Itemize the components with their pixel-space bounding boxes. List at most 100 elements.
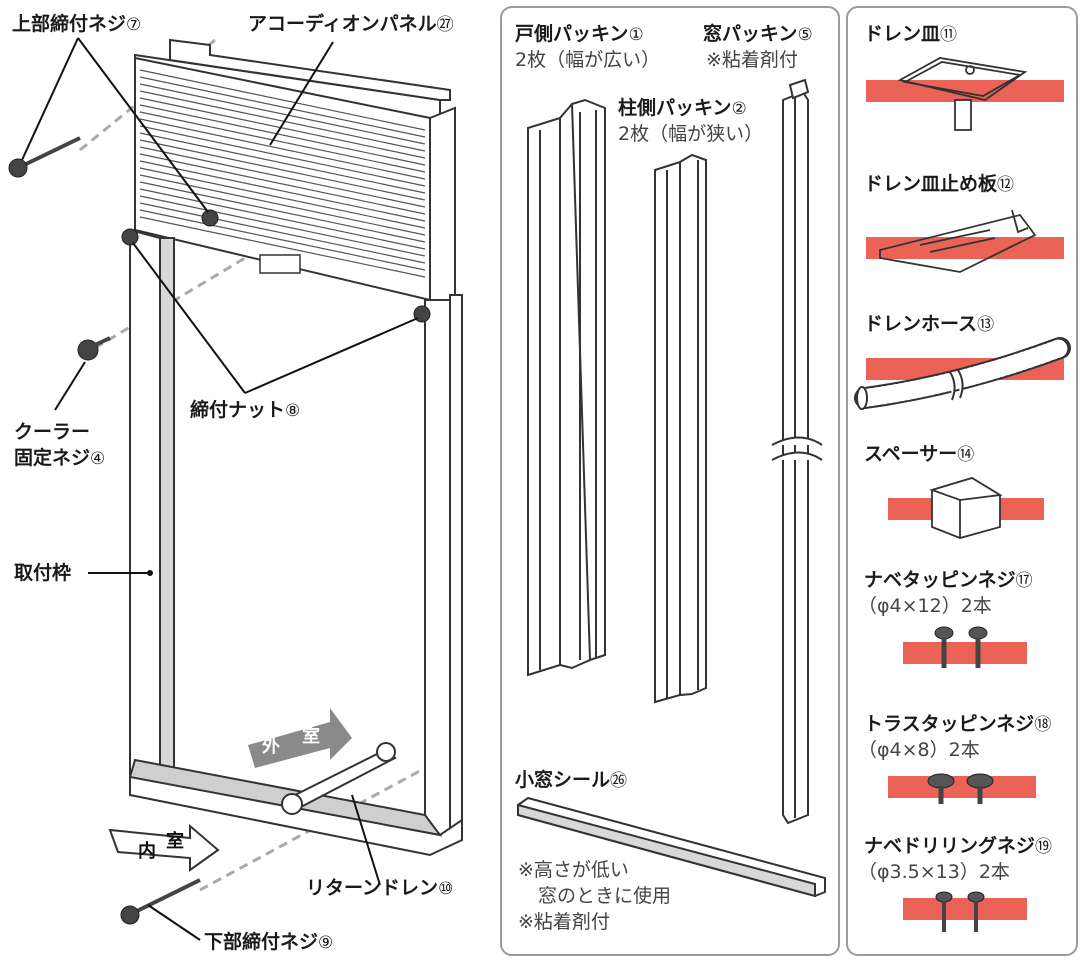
- label-window-packing-note: ※粘着剤付: [706, 49, 798, 71]
- leader-return-drain: [351, 794, 381, 886]
- label-return-drain: リターンドレン⑩: [306, 876, 453, 901]
- top-screw-head-inner: [201, 209, 219, 227]
- label-return-drain-num: ⑩: [438, 879, 454, 899]
- label-cooler-screw-line2: 固定ネジ④: [14, 446, 105, 471]
- label-pan-screw-name: ナベタッピンネジ: [864, 569, 1016, 591]
- label-top-screw-num: ⑦: [126, 15, 142, 35]
- label-door-packing-num: ①: [628, 25, 644, 45]
- accordion-bracket: [259, 254, 301, 274]
- label-truss-screw-num: ⑱: [1034, 715, 1052, 735]
- label-drill-screw-spec: （φ3.5×13）2本: [858, 861, 1010, 883]
- label-cooler-screw-line1: クーラー: [14, 420, 90, 444]
- label-cooler-screw-l1: クーラー: [14, 421, 91, 443]
- drain-hose-icon: [854, 337, 1071, 410]
- label-cooler-screw-l2: 固定ネジ: [14, 447, 91, 469]
- label-pillar-packing-num: ②: [731, 99, 747, 119]
- label-window-packing: 窓パッキン⑤: [703, 22, 813, 47]
- indoor-arrow-char2: 室: [166, 830, 184, 852]
- label-door-packing-name: 戸側パッキン: [515, 23, 629, 45]
- leader-bottom-screw: [147, 904, 201, 941]
- label-small-seal-name: 小窓シール: [515, 769, 611, 791]
- outdoor-arrow-char1: 外: [262, 735, 280, 757]
- label-bottom-screw-name: 下部締付ネジ: [204, 931, 319, 953]
- label-drain-pan: ドレン皿⑪: [864, 22, 957, 47]
- label-pan-screw-num: ⑰: [1015, 571, 1033, 591]
- label-pillar-packing: 柱側パッキン②: [618, 96, 747, 121]
- pan-screw-highlight: [903, 642, 1027, 664]
- label-nut-num: ⑧: [285, 401, 301, 421]
- truss-screw-highlight: [888, 776, 1036, 798]
- label-accordion-num: ㉗: [436, 15, 454, 35]
- pillar-packing-icon: [654, 153, 707, 704]
- label-drill-screw-name: ナベドリリングネジ: [864, 835, 1036, 857]
- label-door-packing: 戸側パッキン①: [515, 22, 644, 47]
- spacer-icon: [929, 477, 1003, 539]
- label-drain-pan-num: ⑪: [940, 25, 958, 45]
- label-window-packing-name: 窓パッキン: [703, 23, 798, 45]
- label-bottom-screw-num: ⑨: [318, 933, 334, 953]
- leader-nut-a: [132, 242, 246, 394]
- leader-frame-dot: [147, 570, 153, 576]
- label-spacer-num: ⑭: [957, 445, 975, 465]
- indoor-arrow: [108, 823, 220, 872]
- label-drain-hose-num: ⑬: [977, 315, 995, 335]
- door-packing-icon: [527, 98, 606, 677]
- outdoor-arrow: [248, 708, 352, 768]
- label-window-packing-num: ⑤: [797, 25, 813, 45]
- leader-cooler-screw: [54, 361, 86, 411]
- nut-left: [121, 228, 139, 246]
- label-drain-plate: ドレン皿止め板⑫: [864, 172, 1014, 197]
- label-top-screw-name: 上部締付ネジ: [12, 13, 127, 35]
- label-frame-name: 取付枠: [14, 562, 72, 584]
- drill-screw-highlight: [903, 898, 1027, 920]
- label-drain-plate-name: ドレン皿止め板: [864, 173, 998, 195]
- cooler-screw-icon: [77, 336, 111, 361]
- leader-nut-b: [244, 317, 419, 394]
- leader-top-screw-b: [77, 37, 209, 213]
- drain-pan-highlight: [866, 80, 1064, 102]
- small-window-seal-icon: [517, 796, 826, 898]
- return-drain-icon: [281, 742, 397, 815]
- label-pan-screw-spec: （φ4×12）2本: [858, 595, 992, 617]
- top-screw-icon: [8, 136, 81, 178]
- label-small-seal-num: ㉖: [610, 771, 628, 791]
- housing-top-flange: [169, 38, 451, 101]
- label-pan-screw: ナベタッピンネジ⑰: [864, 568, 1033, 593]
- window-packing-break-mark: [771, 436, 823, 461]
- label-small-seal-note2: 窓のときに使用: [538, 885, 672, 907]
- leader-accordion: [269, 41, 334, 146]
- label-pillar-packing-name: 柱側パッキン: [618, 97, 732, 119]
- label-return-drain-name: リターンドレン: [306, 877, 439, 899]
- label-drill-screw: ナベドリリングネジ⑲: [864, 834, 1052, 859]
- drain-plate-icon: [879, 209, 1037, 273]
- label-cooler-screw-num: ④: [90, 449, 106, 469]
- drain-plate-highlight: [866, 237, 1064, 259]
- label-bottom-screw: 下部締付ネジ⑨: [204, 930, 333, 955]
- label-truss-screw-spec: （φ4×8）2本: [858, 739, 980, 761]
- label-drain-pan-name: ドレン皿: [864, 23, 941, 45]
- label-small-seal-note1: ※高さが低い: [518, 859, 629, 881]
- bottom-screw-icon: [120, 878, 201, 925]
- label-small-seal-note3: ※粘着剤付: [518, 911, 610, 933]
- label-nut: 締付ナット⑧: [190, 398, 300, 423]
- truss-screw-icons: [927, 773, 994, 804]
- label-truss-screw: トラスタッピンネジ⑱: [864, 712, 1051, 737]
- label-pillar-packing-qty: 2枚（幅が狭い）: [618, 123, 764, 145]
- label-door-packing-qty: 2枚（幅が広い）: [515, 49, 661, 71]
- label-drill-screw-num: ⑲: [1035, 837, 1053, 857]
- label-small-seal: 小窓シール㉖: [515, 768, 627, 793]
- label-accordion-name: アコーディオンパネル: [248, 13, 437, 35]
- label-accordion-panel: アコーディオンパネル㉗: [248, 12, 454, 37]
- label-drain-hose-name: ドレンホース: [864, 313, 978, 335]
- label-drain-hose: ドレンホース⑬: [864, 312, 994, 337]
- label-top-screw: 上部締付ネジ⑦: [12, 12, 141, 37]
- pan-screw-icons: [934, 626, 988, 668]
- label-spacer-name: スペーサー: [864, 443, 958, 465]
- label-nut-name: 締付ナット: [190, 399, 286, 421]
- outdoor-arrow-char2: 室: [302, 725, 320, 747]
- label-truss-screw-name: トラスタッピンネジ: [864, 713, 1035, 735]
